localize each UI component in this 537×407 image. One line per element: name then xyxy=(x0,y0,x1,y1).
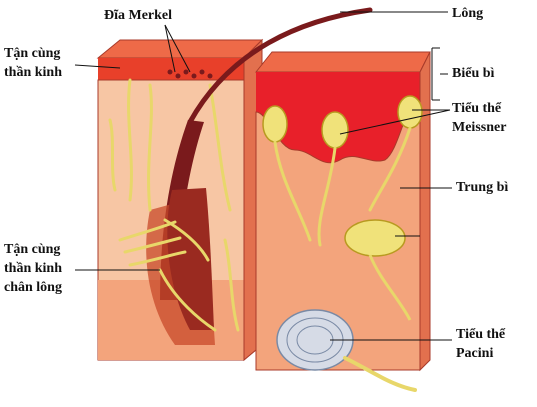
label-meissner-corpuscle: Tiểu thể Meissner xyxy=(452,101,507,135)
meissner-corpuscles xyxy=(262,95,423,149)
right-skin-block xyxy=(254,51,431,392)
meissner-nerves xyxy=(273,126,412,247)
left-top-surface xyxy=(96,39,264,59)
label-dermis: Trung bì xyxy=(456,180,509,195)
left-epidermis xyxy=(98,58,244,80)
label-hair-root-nerve: Tận cùng thần kinh chân lông xyxy=(4,242,62,295)
label-pacini-corpuscle: Tiểu thể Pacini xyxy=(456,327,506,361)
krause-corpuscle xyxy=(344,219,412,321)
right-top-surface xyxy=(254,51,431,73)
merkel-discs xyxy=(167,69,213,79)
label-free-nerve-ending: Tận cùng thần kinh xyxy=(4,46,62,80)
free-nerve-fibers xyxy=(108,78,240,332)
leader-lines xyxy=(74,11,452,341)
hair-bulb xyxy=(167,188,214,330)
label-epidermis: Biểu bì xyxy=(452,66,495,81)
hair-strand xyxy=(187,7,373,125)
left-skin-block xyxy=(96,38,264,362)
label-merkel-disc: Đĩa Merkel xyxy=(104,8,173,23)
right-side-face xyxy=(419,51,431,372)
label-hair: Lông xyxy=(452,6,484,21)
hair-root-nerves xyxy=(118,218,217,332)
